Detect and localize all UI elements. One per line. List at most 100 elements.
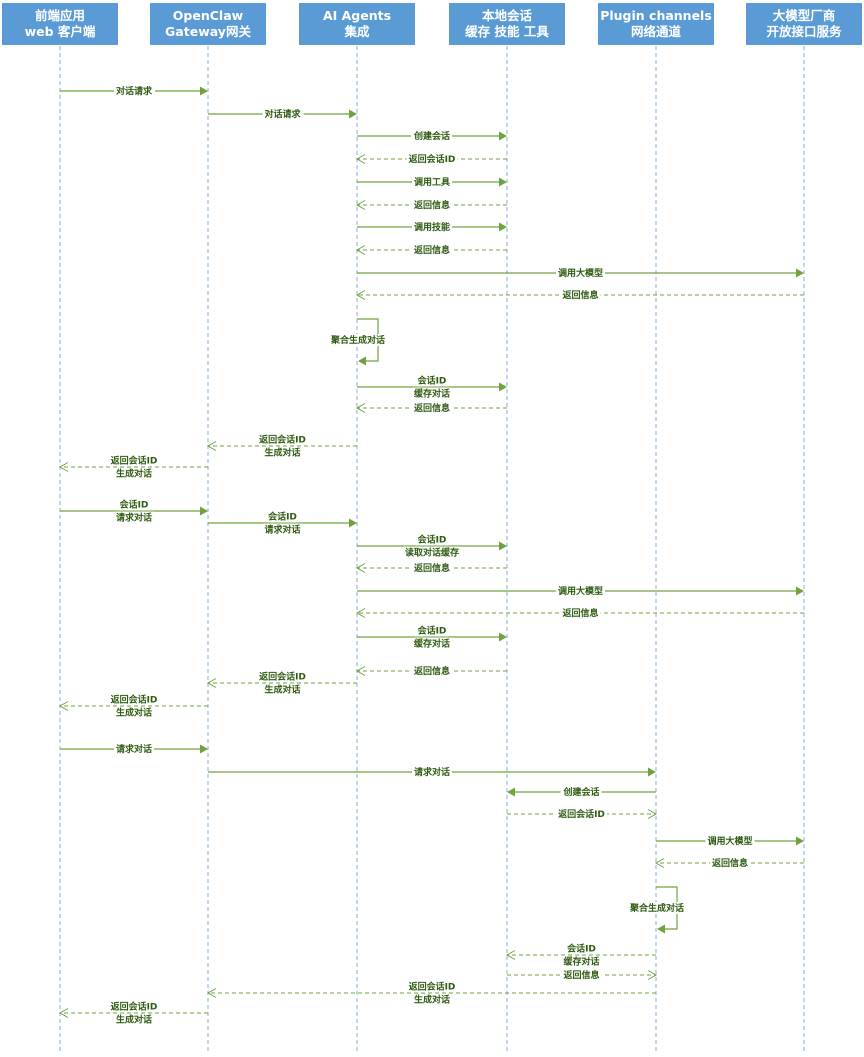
participant-label: 大模型厂商 [772, 8, 836, 23]
message-label: 生成对话 [116, 1014, 152, 1026]
message-label: 生成对话 [414, 994, 450, 1006]
message-call-gateway-to-agents: 对话请求 [208, 108, 357, 120]
message-label: 请求对话 [264, 524, 300, 536]
arrowhead [505, 950, 516, 960]
arrowhead [200, 86, 208, 96]
message-label-bg [709, 857, 751, 869]
message-label-bg [327, 334, 388, 346]
message-label: 返回信息 [414, 199, 450, 211]
message-label: 返回会话ID [111, 1001, 158, 1013]
message-call-agents-to-llm: 调用大模型 [357, 267, 804, 279]
message-label: 返回信息 [563, 969, 599, 981]
participant-label: 前端应用 [34, 8, 85, 23]
message-label: 返回信息 [414, 562, 450, 574]
message-label: 对话请求 [264, 108, 301, 120]
arrowhead [200, 506, 208, 516]
message-label-bg [556, 808, 607, 820]
participant-label: 网络通道 [630, 24, 681, 39]
arrowhead [355, 290, 366, 300]
message-label-bg [411, 387, 453, 400]
message-label-bg [262, 523, 303, 536]
message-label: 返回信息 [414, 402, 450, 414]
message-call-agents-to-local: 调用技能 [357, 221, 507, 233]
message-label: 返回信息 [414, 244, 450, 256]
message-label-bg [561, 955, 602, 968]
participant-label: 开放接口服务 [766, 24, 842, 39]
arrowhead [58, 1008, 69, 1018]
message-label-bg [113, 743, 155, 755]
message-return-local-to-agents: 返回信息 [355, 562, 507, 574]
message-call-plugin-to-local: 创建会话 [507, 786, 656, 798]
message-label: 缓存对话 [414, 388, 450, 400]
message-return-local-to-agents: 返回会话ID [355, 153, 507, 165]
message-label-bg [411, 402, 453, 414]
arrowhead [499, 177, 507, 187]
message-label-bg [560, 607, 601, 619]
message-label-bg [565, 942, 598, 955]
arrowhead [647, 809, 658, 819]
message-return-local-to-agents: 返回信息 [355, 244, 507, 256]
message-label-bg [411, 766, 453, 778]
message-label: 返回会话ID [558, 808, 605, 820]
message-label-bg [560, 289, 601, 301]
message-label-bg [555, 267, 606, 279]
arrowhead [355, 666, 366, 676]
message-label-bg [411, 199, 453, 211]
arrowhead [796, 586, 804, 596]
participant-label: Plugin channels [600, 8, 712, 23]
message-label-bg [411, 221, 453, 233]
participant-label: 缓存 技能 工具 [465, 24, 549, 39]
arrowhead [499, 632, 507, 642]
arrowhead [657, 924, 665, 934]
arrowhead [355, 563, 366, 573]
arrowhead [647, 970, 658, 980]
message-label-bg [108, 454, 160, 467]
message-label-bg [262, 683, 303, 696]
arrowhead [358, 356, 366, 366]
message-label-bg [411, 637, 453, 650]
arrowhead [58, 462, 69, 472]
message-label-bg [415, 374, 449, 387]
message-label-bg [406, 980, 458, 993]
arrowhead [507, 787, 515, 797]
message-label: 生成对话 [116, 707, 152, 719]
message-label: 调用工具 [414, 176, 450, 188]
arrowhead [355, 200, 366, 210]
arrowhead [355, 608, 366, 618]
arrowhead [499, 222, 507, 232]
message-return-llm-to-plugin: 返回信息 [654, 857, 804, 869]
message-label-bg [117, 498, 151, 511]
message-call-web-to-gateway: 对话请求 [60, 85, 208, 97]
message-call-gateway-to-plugin: 请求对话 [208, 766, 656, 778]
message-label-bg [108, 693, 160, 706]
message-label: 生成对话 [264, 447, 300, 459]
message-label-bg [555, 585, 606, 597]
message-label-bg [415, 624, 449, 637]
arrowhead [200, 744, 208, 754]
message-label: 创建会话 [413, 130, 450, 142]
arrowhead [355, 245, 366, 255]
message-label: 返回信息 [562, 607, 598, 619]
message-label: 返回信息 [414, 665, 450, 677]
message-label: 返回信息 [712, 857, 748, 869]
message-label: 会话ID [567, 943, 596, 955]
message-label: 会话ID [418, 625, 447, 637]
message-return-local-to-plugin: 返回信息 [507, 969, 658, 981]
message-label-bg [561, 969, 602, 981]
message-label-bg [410, 130, 453, 142]
arrowhead [349, 518, 357, 528]
message-label: 返回会话ID [111, 455, 158, 467]
message-call-web-to-gateway: 请求对话 [60, 743, 208, 755]
